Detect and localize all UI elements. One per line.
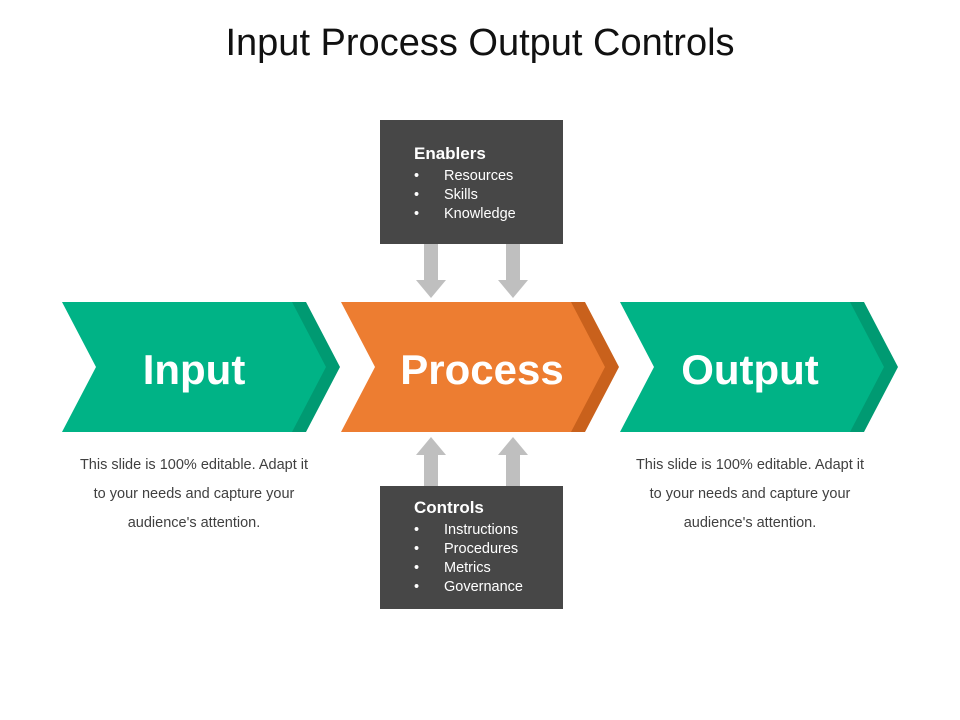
bullet-icon: • [414, 206, 420, 222]
enabler-arrow-left [416, 244, 446, 298]
bullet-icon: • [414, 168, 420, 184]
bullet-icon: • [414, 187, 420, 203]
control-arrow-left [416, 437, 446, 486]
bullet-icon: • [414, 579, 420, 595]
controls-box: Controls •Instructions •Procedures •Metr… [380, 486, 563, 609]
chevron-process: Process [341, 302, 619, 432]
controls-item: •Instructions [414, 522, 519, 538]
chevron-output-face [620, 302, 884, 432]
controls-title: Controls [414, 498, 484, 517]
chevron-output: Output [620, 302, 898, 432]
control-arrow-right [498, 437, 528, 486]
enablers-box: Enablers •Resources •Skills •Knowledge [380, 120, 563, 244]
enabler-arrow-right [498, 244, 528, 298]
enablers-item: •Skills [414, 187, 478, 203]
controls-item: •Metrics [414, 560, 491, 576]
enablers-list: •Resources •Skills •Knowledge [414, 167, 563, 224]
caption-left: This slide is 100% editable. Adapt it to… [79, 457, 309, 531]
bullet-icon: • [414, 522, 420, 538]
slide-title: Input Process Output Controls [225, 22, 735, 64]
controls-item: •Procedures [414, 541, 519, 557]
enablers-item: •Knowledge [414, 206, 516, 222]
chevron-output-label: Output [681, 346, 819, 393]
bullet-icon: • [414, 560, 420, 576]
bullet-icon: • [414, 541, 420, 557]
enablers-item: •Resources [414, 168, 514, 184]
controls-item: •Governance [414, 579, 523, 595]
chevron-process-face [341, 302, 605, 432]
enablers-title: Enablers [414, 144, 486, 163]
chevron-process-label: Process [400, 346, 563, 393]
caption-right: This slide is 100% editable. Adapt it to… [635, 457, 865, 531]
controls-list: •Instructions •Procedures •Metrics •Gove… [414, 521, 563, 597]
chevron-input-label: Input [143, 346, 246, 393]
chevron-input-face [62, 302, 326, 432]
chevron-input: Input [62, 302, 340, 432]
